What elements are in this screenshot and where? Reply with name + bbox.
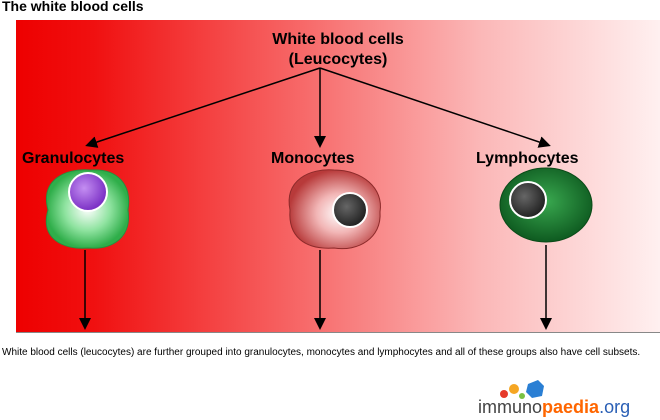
root-node-line2: (Leucocytes) (288, 51, 388, 68)
immunopaedia-logo[interactable]: immunopaedia.org (478, 380, 660, 418)
granulocytes-label: Granulocytes (22, 150, 125, 167)
root-node-label: White blood cells (Leucocytes) (16, 30, 660, 70)
logo-text-immuno: immuno (478, 397, 543, 417)
monocyte-cell-icon (288, 169, 381, 250)
page-title: The white blood cells (2, 0, 144, 14)
logo-text-org: .org (599, 397, 631, 417)
lymphocytes-label: Lymphocytes (476, 150, 579, 167)
lymphocyte-cell-icon (499, 167, 593, 243)
logo-text-paedia: paedia (542, 397, 600, 417)
molecule-logo-icon (500, 380, 544, 399)
arrow-root-to-granulocytes (85, 67, 321, 148)
granulocyte-cell-icon (45, 169, 130, 249)
diagram-graphics (45, 67, 593, 330)
monocytes-label: Monocytes (271, 150, 355, 167)
panel-bottom-border (16, 332, 660, 333)
arrow-root-to-lymphocytes (319, 67, 551, 148)
caption-text: White blood cells (leucocytes) are furth… (2, 347, 641, 358)
root-node-line1: White blood cells (272, 31, 404, 48)
logo-text: immunopaedia.org (478, 397, 630, 418)
